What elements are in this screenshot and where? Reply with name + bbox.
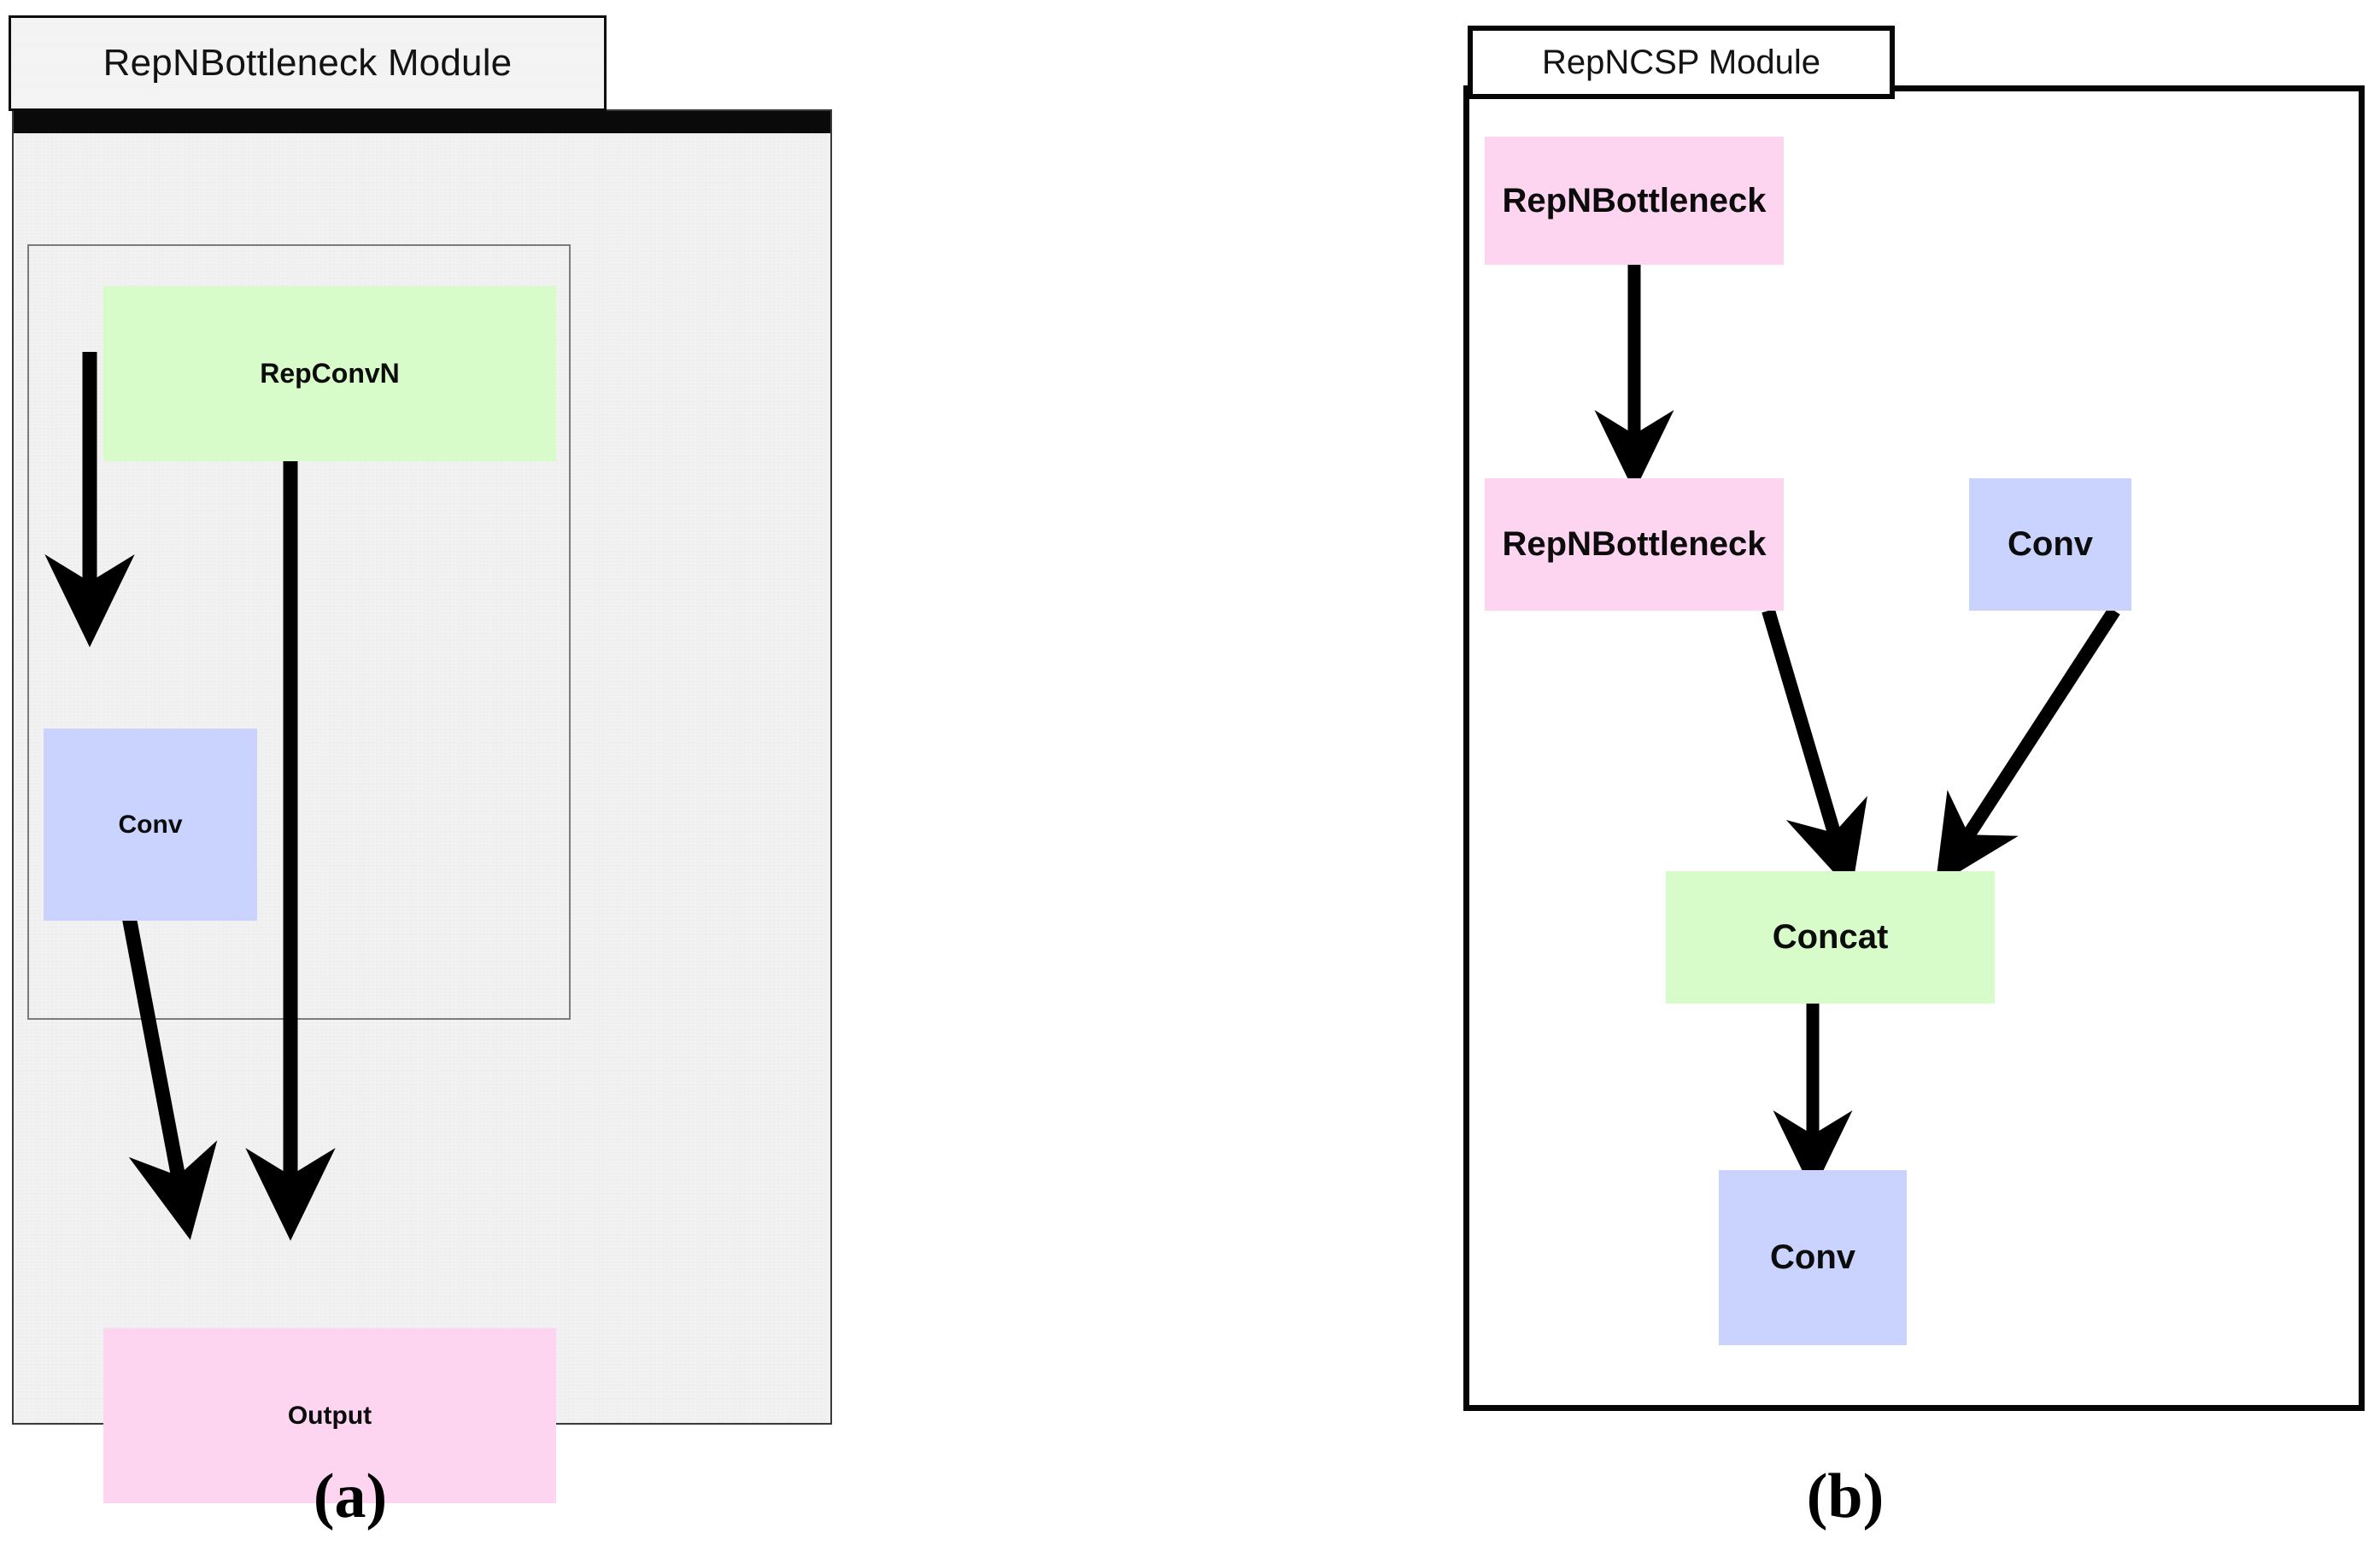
node-repnbottleneck-2-label: RepNBottleneck [1502, 525, 1767, 563]
node-repnbottleneck-2[interactable]: RepNBottleneck [1485, 478, 1784, 611]
module-card-topbar [14, 111, 830, 133]
module-title-b-label: RepNCSP Module [1541, 43, 1821, 81]
node-repnbottleneck-1[interactable]: RepNBottleneck [1485, 137, 1784, 265]
node-concat-label: Concat [1772, 918, 1889, 956]
node-conv-right[interactable]: Conv [1969, 478, 2131, 611]
node-conv-out-label: Conv [1770, 1238, 1855, 1276]
node-output[interactable]: Output [103, 1328, 556, 1503]
panel-a: RepConvN Conv Output RepNBottleneck Modu… [0, 0, 854, 1563]
module-title-tab-b: RepNCSP Module [1468, 26, 1895, 99]
panel-b: RepNBottleneck RepNBottleneck Conv Conca… [1410, 0, 2380, 1563]
repnbottleneck-inner-group-box [27, 244, 571, 1020]
node-repconvn[interactable]: RepConvN [103, 286, 556, 461]
module-title-tab-a: RepNBottleneck Module [9, 15, 607, 111]
node-conv-a-label: Conv [118, 810, 183, 839]
node-concat[interactable]: Concat [1666, 871, 1995, 1004]
node-conv-out[interactable]: Conv [1719, 1170, 1907, 1345]
node-conv-a[interactable]: Conv [44, 729, 257, 921]
repnbottleneck-module-card: RepConvN Conv Output [12, 109, 832, 1503]
node-output-label: Output [287, 1401, 372, 1430]
node-repconvn-label: RepConvN [260, 358, 400, 389]
module-title-a-label: RepNBottleneck Module [103, 42, 513, 84]
node-conv-right-label: Conv [2008, 525, 2093, 563]
panel-a-caption: (a) [313, 1461, 388, 1531]
node-repnbottleneck-1-label: RepNBottleneck [1502, 181, 1767, 220]
panel-b-caption: (b) [1806, 1461, 1885, 1531]
repncsp-module-card [1463, 85, 2365, 1411]
